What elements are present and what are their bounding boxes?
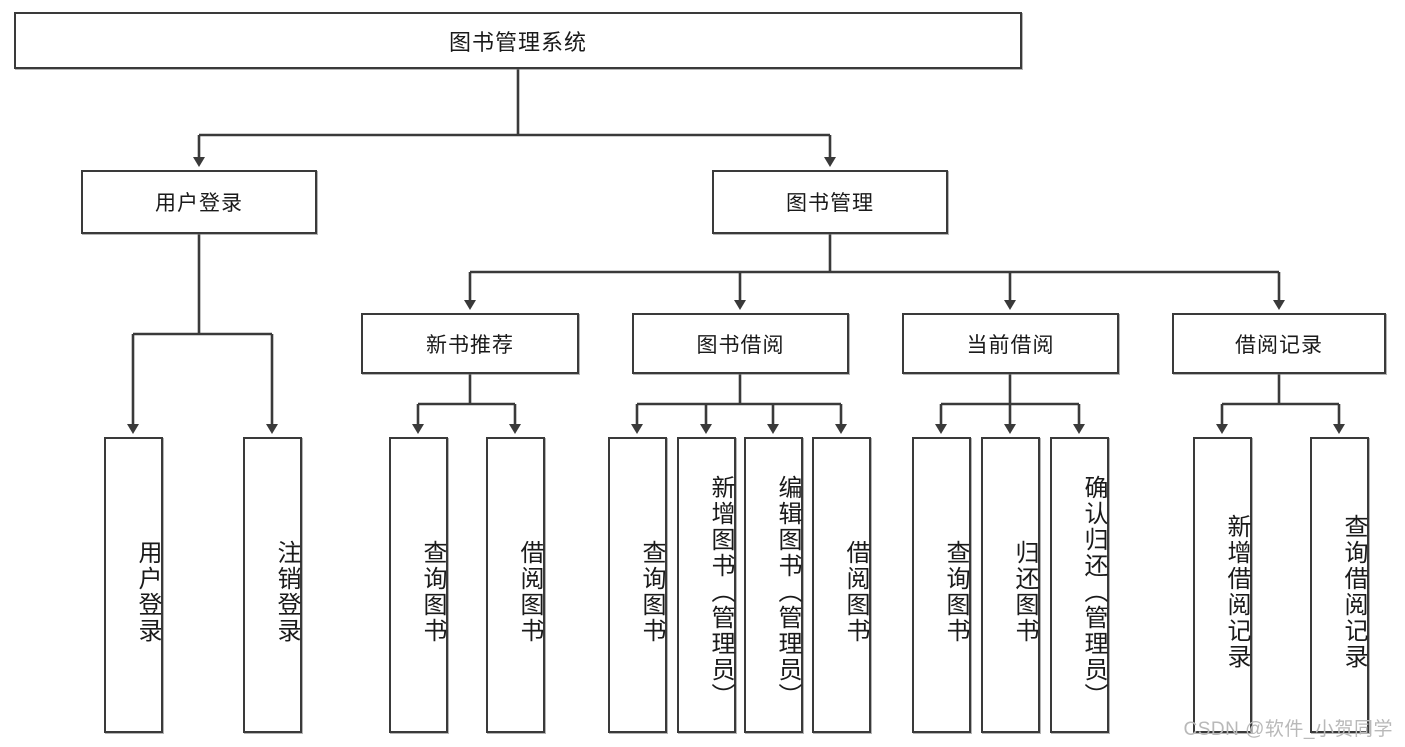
leaf-label: 查询图书	[419, 540, 446, 644]
leaf-user-login-signout[interactable]: 注销登录	[243, 437, 302, 733]
leaf-record-query-record[interactable]: 查询借阅记录	[1310, 437, 1369, 733]
leaf-label: 归还图书	[1011, 540, 1038, 644]
leaf-new-book-borrow[interactable]: 借阅图书	[486, 437, 545, 733]
node-root-label: 图书管理系统	[448, 29, 587, 55]
leaf-label: 注销登录	[273, 540, 300, 644]
leaf-borrow-edit-book-admin[interactable]: 编辑图书（管理员）	[744, 437, 803, 733]
node-borrow-record[interactable]: 借阅记录	[1172, 313, 1386, 374]
node-new-book-recommend[interactable]: 新书推荐	[361, 313, 579, 374]
leaf-new-book-query[interactable]: 查询图书	[389, 437, 448, 733]
leaf-label: 确认归还（管理员）	[1080, 475, 1107, 709]
node-user-login[interactable]: 用户登录	[81, 170, 317, 234]
leaf-borrow-query-book[interactable]: 查询图书	[608, 437, 667, 733]
csdn-watermark: CSDN @软件_小贺同学	[1183, 719, 1393, 740]
node-user-login-label: 用户登录	[155, 192, 243, 215]
node-root-system[interactable]: 图书管理系统	[14, 12, 1022, 69]
leaf-current-return-book[interactable]: 归还图书	[981, 437, 1040, 733]
leaf-current-confirm-return-admin[interactable]: 确认归还（管理员）	[1050, 437, 1109, 733]
node-current-borrow-label: 当前借阅	[966, 333, 1055, 357]
leaf-label: 新增借阅记录	[1223, 514, 1250, 670]
node-book-borrow-label: 图书借阅	[696, 333, 785, 357]
leaf-record-add-record[interactable]: 新增借阅记录	[1193, 437, 1252, 733]
node-book-management-label: 图书管理	[786, 192, 874, 215]
leaf-label: 借阅图书	[516, 540, 543, 644]
leaf-current-query-book[interactable]: 查询图书	[912, 437, 971, 733]
node-book-management[interactable]: 图书管理	[712, 170, 948, 234]
leaf-label: 借阅图书	[842, 540, 869, 644]
leaf-label: 用户登录	[134, 540, 161, 644]
leaf-user-login-signin[interactable]: 用户登录	[104, 437, 163, 733]
leaf-label: 查询图书	[942, 540, 969, 644]
node-book-borrow[interactable]: 图书借阅	[632, 313, 849, 374]
leaf-borrow-borrow-book[interactable]: 借阅图书	[812, 437, 871, 733]
leaf-label: 查询借阅记录	[1340, 514, 1367, 670]
leaf-label: 查询图书	[638, 540, 665, 644]
leaf-borrow-add-book-admin[interactable]: 新增图书（管理员）	[677, 437, 736, 733]
node-current-borrow[interactable]: 当前借阅	[902, 313, 1119, 374]
leaf-label: 新增图书（管理员）	[707, 475, 734, 709]
leaf-label: 编辑图书（管理员）	[774, 475, 801, 709]
node-borrow-record-label: 借阅记录	[1235, 333, 1323, 357]
node-new-book-recommend-label: 新书推荐	[426, 333, 514, 357]
